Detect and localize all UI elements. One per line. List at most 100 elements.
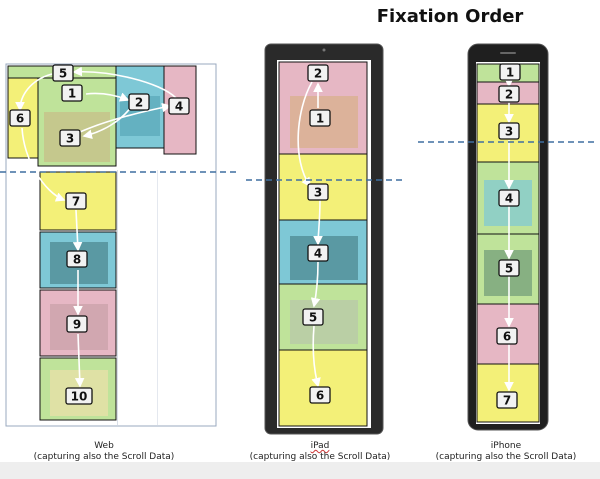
iphone-fixation-label: 4 — [505, 192, 513, 206]
web-caption: Web (capturing also the Scroll Data) — [4, 441, 204, 463]
web-fixation-9: 9 — [66, 315, 88, 333]
ipad-panel — [264, 43, 384, 435]
iphone-fixation-1: 1 — [499, 63, 521, 81]
iphone-fixation-label: 2 — [505, 88, 513, 102]
iphone-fixation-box — [498, 122, 520, 140]
web-fixation-box — [168, 97, 190, 115]
ipad-fixation-5: 5 — [302, 308, 324, 326]
web-fixation-6: 6 — [9, 109, 31, 127]
ipad-fixation-box — [309, 109, 331, 127]
web-fixation-box — [59, 129, 81, 147]
web-fixation-box — [65, 387, 93, 405]
web-arrow-9-10 — [74, 333, 85, 388]
iphone-fixation-box — [496, 391, 518, 409]
ipad-fixation-6: 6 — [309, 386, 331, 404]
ipad-fixation-label: 1 — [316, 112, 324, 126]
ipad-fixation-box — [307, 244, 329, 262]
web-arrow-2-3 — [82, 105, 133, 139]
web-fixation-4: 4 — [168, 97, 190, 115]
web-fixation-box — [66, 315, 88, 333]
iphone-fixation-5: 5 — [498, 259, 520, 277]
ipad-fixation-2: 2 — [307, 64, 329, 82]
ipad-fixation-box — [302, 308, 324, 326]
web-arrow-5-6 — [15, 73, 53, 112]
web-fixation-2: 2 — [128, 93, 150, 111]
ipad-caption: iPad (capturing also the Scroll Data) — [230, 441, 410, 463]
ipad-fixation-box — [309, 386, 331, 404]
web-fixation-5: 5 — [52, 64, 74, 82]
ipad-fixation-1: 1 — [309, 109, 331, 127]
web-fixation-box — [128, 93, 150, 111]
ipad-fixation-label: 5 — [309, 311, 317, 325]
web-panel — [5, 63, 217, 427]
web-arrow-6-7 — [21, 127, 66, 202]
web-column-divider — [117, 170, 118, 425]
iphone-fixation-label: 3 — [505, 125, 513, 139]
web-caption-title: Web — [94, 441, 114, 451]
web-fixation-3: 3 — [59, 129, 81, 147]
bottom-strip — [0, 462, 600, 479]
web-fixation-7: 7 — [65, 192, 87, 210]
iphone-fixation-label: 7 — [503, 394, 511, 408]
ipad-camera — [322, 48, 326, 52]
iphone-fixation-label: 6 — [503, 330, 511, 344]
web-fixation-label: 8 — [73, 253, 81, 267]
web-fixation-1: 1 — [61, 84, 83, 102]
figure-title: Fixation Order — [376, 6, 524, 27]
ipad-caption-title: iPad — [310, 441, 330, 451]
iphone-fixation-box — [498, 259, 520, 277]
ipad-arrow-4-5 — [310, 261, 321, 308]
iphone-caption-subtitle: (capturing also the Scroll Data) — [435, 452, 577, 462]
web-arrow-4-5 — [72, 66, 177, 99]
web-fixation-label: 9 — [73, 318, 81, 332]
iphone-caption-title: iPhone — [490, 441, 522, 451]
web-fixation-label: 5 — [59, 67, 67, 81]
web-fixation-box — [66, 250, 88, 268]
web-fixation-label: 4 — [175, 100, 183, 114]
iphone-fixation-label: 5 — [505, 262, 513, 276]
iphone-fixation-label: 1 — [506, 66, 514, 80]
ipad-fixation-label: 3 — [314, 186, 322, 200]
iphone-fixation-box — [498, 85, 520, 103]
ipad-arrow-3-4 — [313, 199, 323, 246]
ipad-fixation-3: 3 — [307, 183, 329, 201]
ipad-fixation-label: 6 — [316, 389, 324, 403]
iphone-fixation-box — [499, 63, 521, 81]
ipad-fixation-label: 4 — [314, 247, 322, 261]
web-fixation-box — [52, 64, 74, 82]
iphone-caption: iPhone (capturing also the Scroll Data) — [418, 441, 594, 463]
web-fixation-box — [9, 109, 31, 127]
web-fixation-10: 10 — [65, 387, 93, 405]
web-fixation-label: 10 — [71, 390, 88, 404]
iphone-fixation-box — [496, 327, 518, 345]
iphone-fixation-3: 3 — [498, 122, 520, 140]
web-fixation-label: 1 — [68, 87, 76, 101]
web-caption-subtitle: (capturing also the Scroll Data) — [33, 452, 175, 462]
iphone-fixation-2: 2 — [498, 85, 520, 103]
web-fixation-8: 8 — [66, 250, 88, 268]
ipad-fixation-4: 4 — [307, 244, 329, 262]
web-fixation-box — [61, 84, 83, 102]
web-arrow-7-8 — [72, 209, 83, 252]
web-arrow-3-4 — [79, 102, 172, 133]
web-arrow-1-2 — [85, 92, 130, 102]
ipad-caption-subtitle: (capturing also the Scroll Data) — [249, 452, 391, 462]
iphone-fixation-6: 6 — [496, 327, 518, 345]
ipad-fixation-box — [307, 64, 329, 82]
iphone-speaker — [500, 52, 516, 54]
iphone-fixation-7: 7 — [496, 391, 518, 409]
web-fixation-label: 6 — [16, 112, 24, 126]
ipad-arrow-2-3 — [297, 81, 313, 188]
ipad-green-photo — [290, 300, 358, 344]
ipad-fixation-box — [307, 183, 329, 201]
iphone-panel — [467, 43, 549, 431]
web-column-divider-2 — [157, 170, 158, 425]
iphone-fixation-4: 4 — [498, 189, 520, 207]
web-fixation-box — [65, 192, 87, 210]
ipad-fixation-label: 2 — [314, 67, 322, 81]
iphone-fixation-box — [498, 189, 520, 207]
web-fixation-label: 7 — [72, 195, 80, 209]
ipad-arrow-5-6 — [311, 325, 321, 388]
